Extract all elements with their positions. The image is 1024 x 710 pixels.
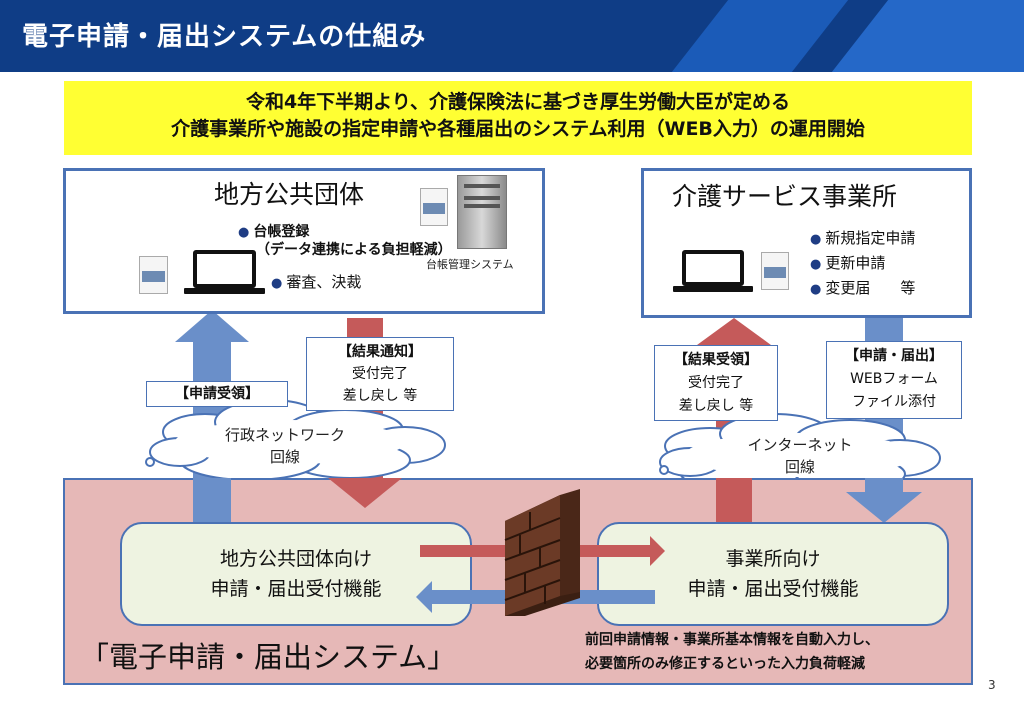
bullet-icon: ● — [810, 257, 822, 272]
laptop-base — [184, 288, 265, 294]
internet-text: インターネット回線 — [747, 436, 853, 476]
care-office-title: 介護サービス事業所 — [672, 182, 898, 211]
announcement-banner: 令和4年下半期より、介護保険法に基づき厚生労働大臣が定める 介護事業所や施設の指… — [64, 81, 972, 155]
server-icon — [457, 175, 507, 249]
apply-receive-label: 【申請受領】 — [146, 381, 288, 407]
page-title: 電子申請・届出システムの仕組み — [22, 22, 427, 52]
result-notice-label: 【結果通知】 受付完了 差し戻し 等 — [306, 337, 454, 411]
ledger-registration-text: ●台帳登録 — [238, 224, 310, 240]
system-name: 「電子申請・届出システム」 — [80, 640, 457, 674]
header-bar — [0, 0, 1024, 72]
server-label: 台帳管理システム — [426, 258, 514, 271]
document-icon — [761, 252, 789, 290]
care-office-item: ●新規指定申請 — [810, 229, 916, 247]
apply-submit-label: 【申請・届出】 WEBフォーム ファイル添付 — [826, 341, 962, 419]
care-office-box: 介護サービス事業所 ●新規指定申請 ●更新申請 ●変更届 等 — [641, 168, 972, 318]
gov-network-text: 行政ネットワーク回線 — [224, 426, 345, 466]
laptop-icon — [682, 250, 744, 286]
review-item: ●審査、決裁 — [271, 273, 362, 291]
bullet-icon: ● — [238, 225, 250, 240]
bullet-icon: ● — [810, 282, 822, 297]
banner-line-2: 介護事業所や施設の指定申請や各種届出のシステム利用（WEB入力）の運用開始 — [171, 118, 865, 140]
laptop-icon — [193, 250, 256, 288]
cloud-bubble — [659, 465, 669, 475]
input-reduction-note: 前回申請情報・事業所基本情報を自動入力し、 必要箇所のみ修正するといった入力負荷… — [585, 632, 879, 672]
local-government-title: 地方公共団体 — [214, 180, 365, 209]
bullet-icon: ● — [271, 276, 283, 291]
gov-network-cloud — [149, 399, 446, 481]
ledger-note: （データ連携による負担軽減） — [256, 242, 452, 258]
care-office-item: ●更新申請 — [810, 254, 886, 272]
laptop-base — [673, 286, 753, 292]
office-reception-function: 事業所向け申請・届出受付機能 — [597, 522, 949, 626]
banner-line-1: 令和4年下半期より、介護保険法に基づき厚生労働大臣が定める — [245, 91, 791, 113]
result-receive-label: 【結果受領】 受付完了 差し戻し 等 — [654, 345, 778, 421]
cloud-bubble — [145, 457, 155, 467]
care-office-item: ●変更届 等 — [810, 279, 916, 297]
document-icon — [420, 188, 448, 226]
bullet-icon: ● — [810, 232, 822, 247]
page-number: 3 — [988, 678, 996, 692]
gov-reception-function: 地方公共団体向け申請・届出受付機能 — [120, 522, 472, 626]
document-icon — [139, 256, 168, 294]
